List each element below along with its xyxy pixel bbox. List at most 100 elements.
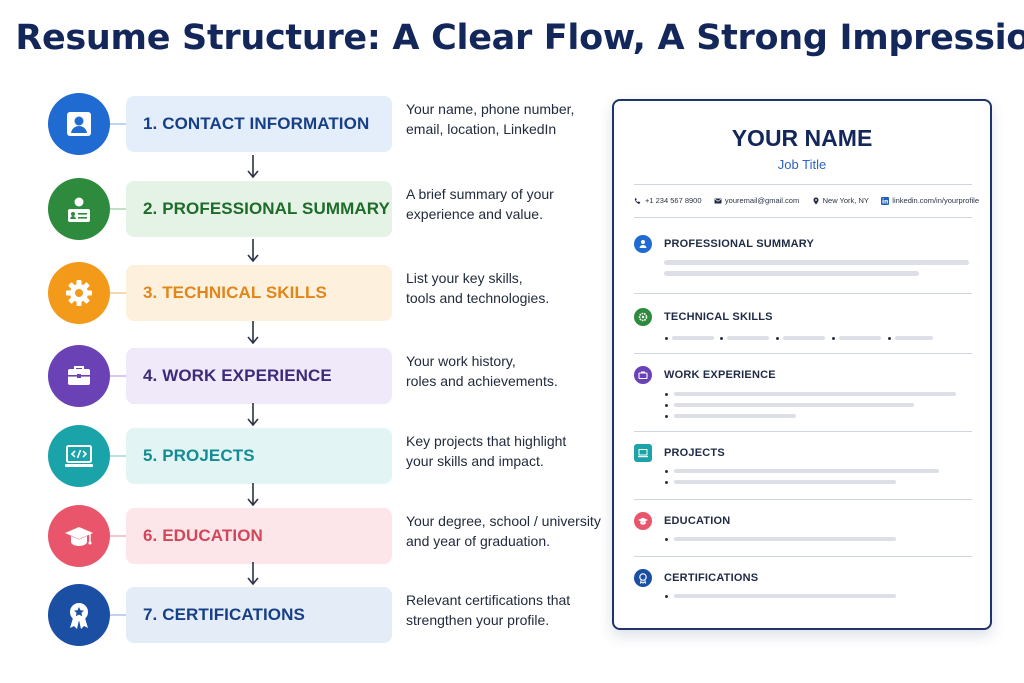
step-contact-information: 1. CONTACT INFORMATION Your name, phone …	[48, 93, 608, 155]
person-icon	[634, 235, 652, 253]
divider	[634, 499, 972, 500]
resume-contact-row: +1 234 567 8900 youremail@gmail.com New …	[634, 196, 979, 205]
resume-document-preview: YOUR NAME Job Title +1 234 567 8900 your…	[612, 99, 992, 630]
divider	[634, 353, 972, 354]
placeholder-line	[664, 271, 919, 276]
divider	[634, 184, 972, 185]
placeholder-line	[783, 336, 825, 340]
page-title: Resume Structure: A Clear Flow, A Strong…	[15, 18, 1024, 58]
divider	[634, 431, 972, 432]
contact-location: New York, NY	[812, 196, 869, 205]
connector-line	[110, 455, 128, 457]
briefcase-icon	[48, 345, 110, 407]
contact-phone: +1 234 567 8900	[634, 196, 702, 205]
bullet	[665, 337, 668, 340]
step-technical-skills: 3. TECHNICAL SKILLS List your key skills…	[48, 262, 608, 324]
placeholder-line	[674, 403, 914, 407]
placeholder-line	[839, 336, 881, 340]
code-monitor-icon	[48, 425, 110, 487]
connector-line	[110, 614, 128, 616]
resume-section-skills: TECHNICAL SKILLS	[634, 308, 773, 326]
arrow-down-icon	[247, 155, 259, 179]
placeholder-line	[674, 414, 796, 418]
step-label: 7. CERTIFICATIONS	[126, 587, 392, 643]
profile-card-icon	[48, 178, 110, 240]
placeholder-line	[895, 336, 933, 340]
step-description: Your name, phone number,email, location,…	[406, 101, 575, 137]
placeholder-line	[674, 537, 896, 541]
step-certifications: 7. CERTIFICATIONS Relevant certification…	[48, 584, 608, 646]
arrow-down-icon	[247, 403, 259, 427]
connector-line	[110, 292, 128, 294]
award-ribbon-icon	[48, 584, 110, 646]
step-description: Your work history,roles and achievements…	[406, 353, 558, 389]
bullet	[720, 337, 723, 340]
bullet	[665, 470, 668, 473]
divider	[634, 293, 972, 294]
bullet	[665, 538, 668, 541]
resume-section-experience: WORK EXPERIENCE	[634, 366, 776, 384]
step-label: 4. WORK EXPERIENCE	[126, 348, 392, 404]
mail-icon	[714, 198, 722, 203]
graduation-cap-icon	[634, 512, 652, 530]
resume-steps-flow: 1. CONTACT INFORMATION Your name, phone …	[48, 93, 601, 646]
step-label: 2. PROFESSIONAL SUMMARY	[126, 181, 392, 237]
bullet	[888, 337, 891, 340]
connector-line	[110, 123, 128, 125]
bullet	[776, 337, 779, 340]
bullet	[665, 595, 668, 598]
placeholder-line	[727, 336, 769, 340]
contact-linkedin: linkedin.com/in/yourprofile	[881, 196, 979, 205]
contact-email: youremail@gmail.com	[714, 196, 799, 205]
placeholder-line	[674, 392, 956, 396]
placeholder-line	[674, 480, 896, 484]
phone-icon	[634, 197, 641, 204]
arrow-down-icon	[247, 321, 259, 345]
person-icon	[48, 93, 110, 155]
bullet	[665, 393, 668, 396]
graduation-cap-icon	[48, 505, 110, 567]
award-ribbon-icon	[634, 569, 652, 587]
resume-section-education: EDUCATION	[634, 512, 730, 530]
placeholder-line	[672, 336, 714, 340]
connector-line	[110, 208, 128, 210]
gear-icon	[48, 262, 110, 324]
location-pin-icon	[813, 197, 819, 204]
arrow-down-icon	[247, 483, 259, 507]
placeholder-line	[674, 594, 896, 598]
step-label: 5. PROJECTS	[126, 428, 392, 484]
arrow-down-icon	[247, 239, 259, 263]
arrow-down-icon	[247, 562, 259, 586]
briefcase-icon	[634, 366, 652, 384]
connector-line	[110, 535, 128, 537]
step-description: List your key skills,tools and technolog…	[406, 270, 550, 306]
step-education: 6. EDUCATION Your degree, school / unive…	[48, 505, 608, 567]
bullet	[832, 337, 835, 340]
resume-name: YOUR NAME	[731, 125, 873, 151]
placeholder-line	[664, 260, 969, 265]
connector-line	[110, 375, 128, 377]
gear-icon	[634, 308, 652, 326]
resume-job-title: Job Title	[777, 157, 827, 172]
placeholder-line	[674, 469, 939, 473]
step-label: 1. CONTACT INFORMATION	[126, 96, 392, 152]
bullet	[665, 404, 668, 407]
bullet	[665, 481, 668, 484]
bullet	[665, 415, 668, 418]
step-work-experience: 4. WORK EXPERIENCE Your work history,rol…	[48, 345, 608, 407]
step-professional-summary: 2. PROFESSIONAL SUMMARY A brief summary …	[48, 178, 608, 240]
resume-section-projects: PROJECTS	[634, 444, 725, 462]
resume-section-certifications: CERTIFICATIONS	[634, 569, 758, 587]
resume-section-summary: PROFESSIONAL SUMMARY	[634, 235, 814, 253]
code-monitor-icon	[634, 444, 652, 462]
divider	[634, 556, 972, 557]
divider	[634, 217, 972, 218]
step-label: 6. EDUCATION	[126, 508, 392, 564]
linkedin-icon	[881, 196, 890, 205]
step-label: 3. TECHNICAL SKILLS	[126, 265, 392, 321]
